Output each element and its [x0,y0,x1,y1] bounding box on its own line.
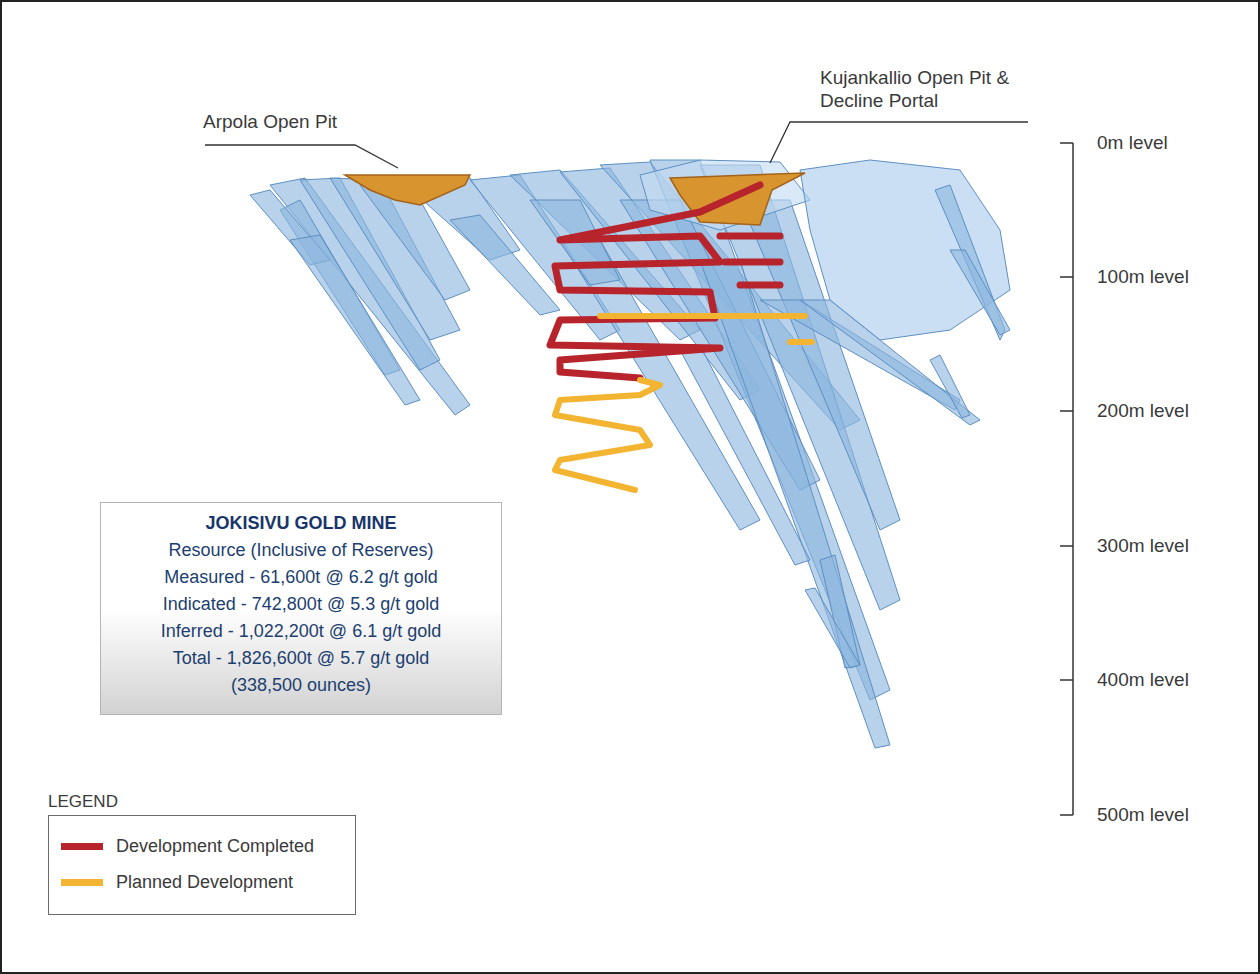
legend-text: Development Completed [116,836,314,857]
depth-scale [1060,143,1073,815]
resource-line: Indicated - 742,800t @ 5.3 g/t gold [109,594,493,615]
depth-label: 300m level [1097,534,1237,557]
resource-line: Inferred - 1,022,200t @ 6.1 g/t gold [109,621,493,642]
resource-line: Measured - 61,600t @ 6.2 g/t gold [109,567,493,588]
legend-row: Planned Development [61,864,343,900]
depth-label: 500m level [1097,803,1237,826]
legend-swatch [61,843,103,850]
legend-row: Development Completed [61,828,343,864]
callout-label: Arpola Open Pit [203,110,403,133]
resource-line: Total - 1,826,600t @ 5.7 g/t gold [109,648,493,669]
resource-line: (338,500 ounces) [109,675,493,696]
depth-label: 200m level [1097,399,1237,422]
box-title: JOKISIVU GOLD MINE [109,513,493,534]
legend-text: Planned Development [116,872,293,893]
depth-label: 0m level [1097,131,1237,154]
resource-line: Resource (Inclusive of Reserves) [109,540,493,561]
completed-development [550,185,780,378]
legend-swatch [61,879,103,886]
callout-label: Kujankallio Open Pit & Decline Portal [820,66,1035,112]
resource-box: JOKISIVU GOLD MINE Resource (Inclusive of… [100,502,502,715]
legend-box: Development CompletedPlanned Development [48,815,356,915]
planned-development [555,316,812,490]
depth-label: 100m level [1097,265,1237,288]
depth-label: 400m level [1097,668,1237,691]
legend-heading: LEGEND [48,790,198,813]
